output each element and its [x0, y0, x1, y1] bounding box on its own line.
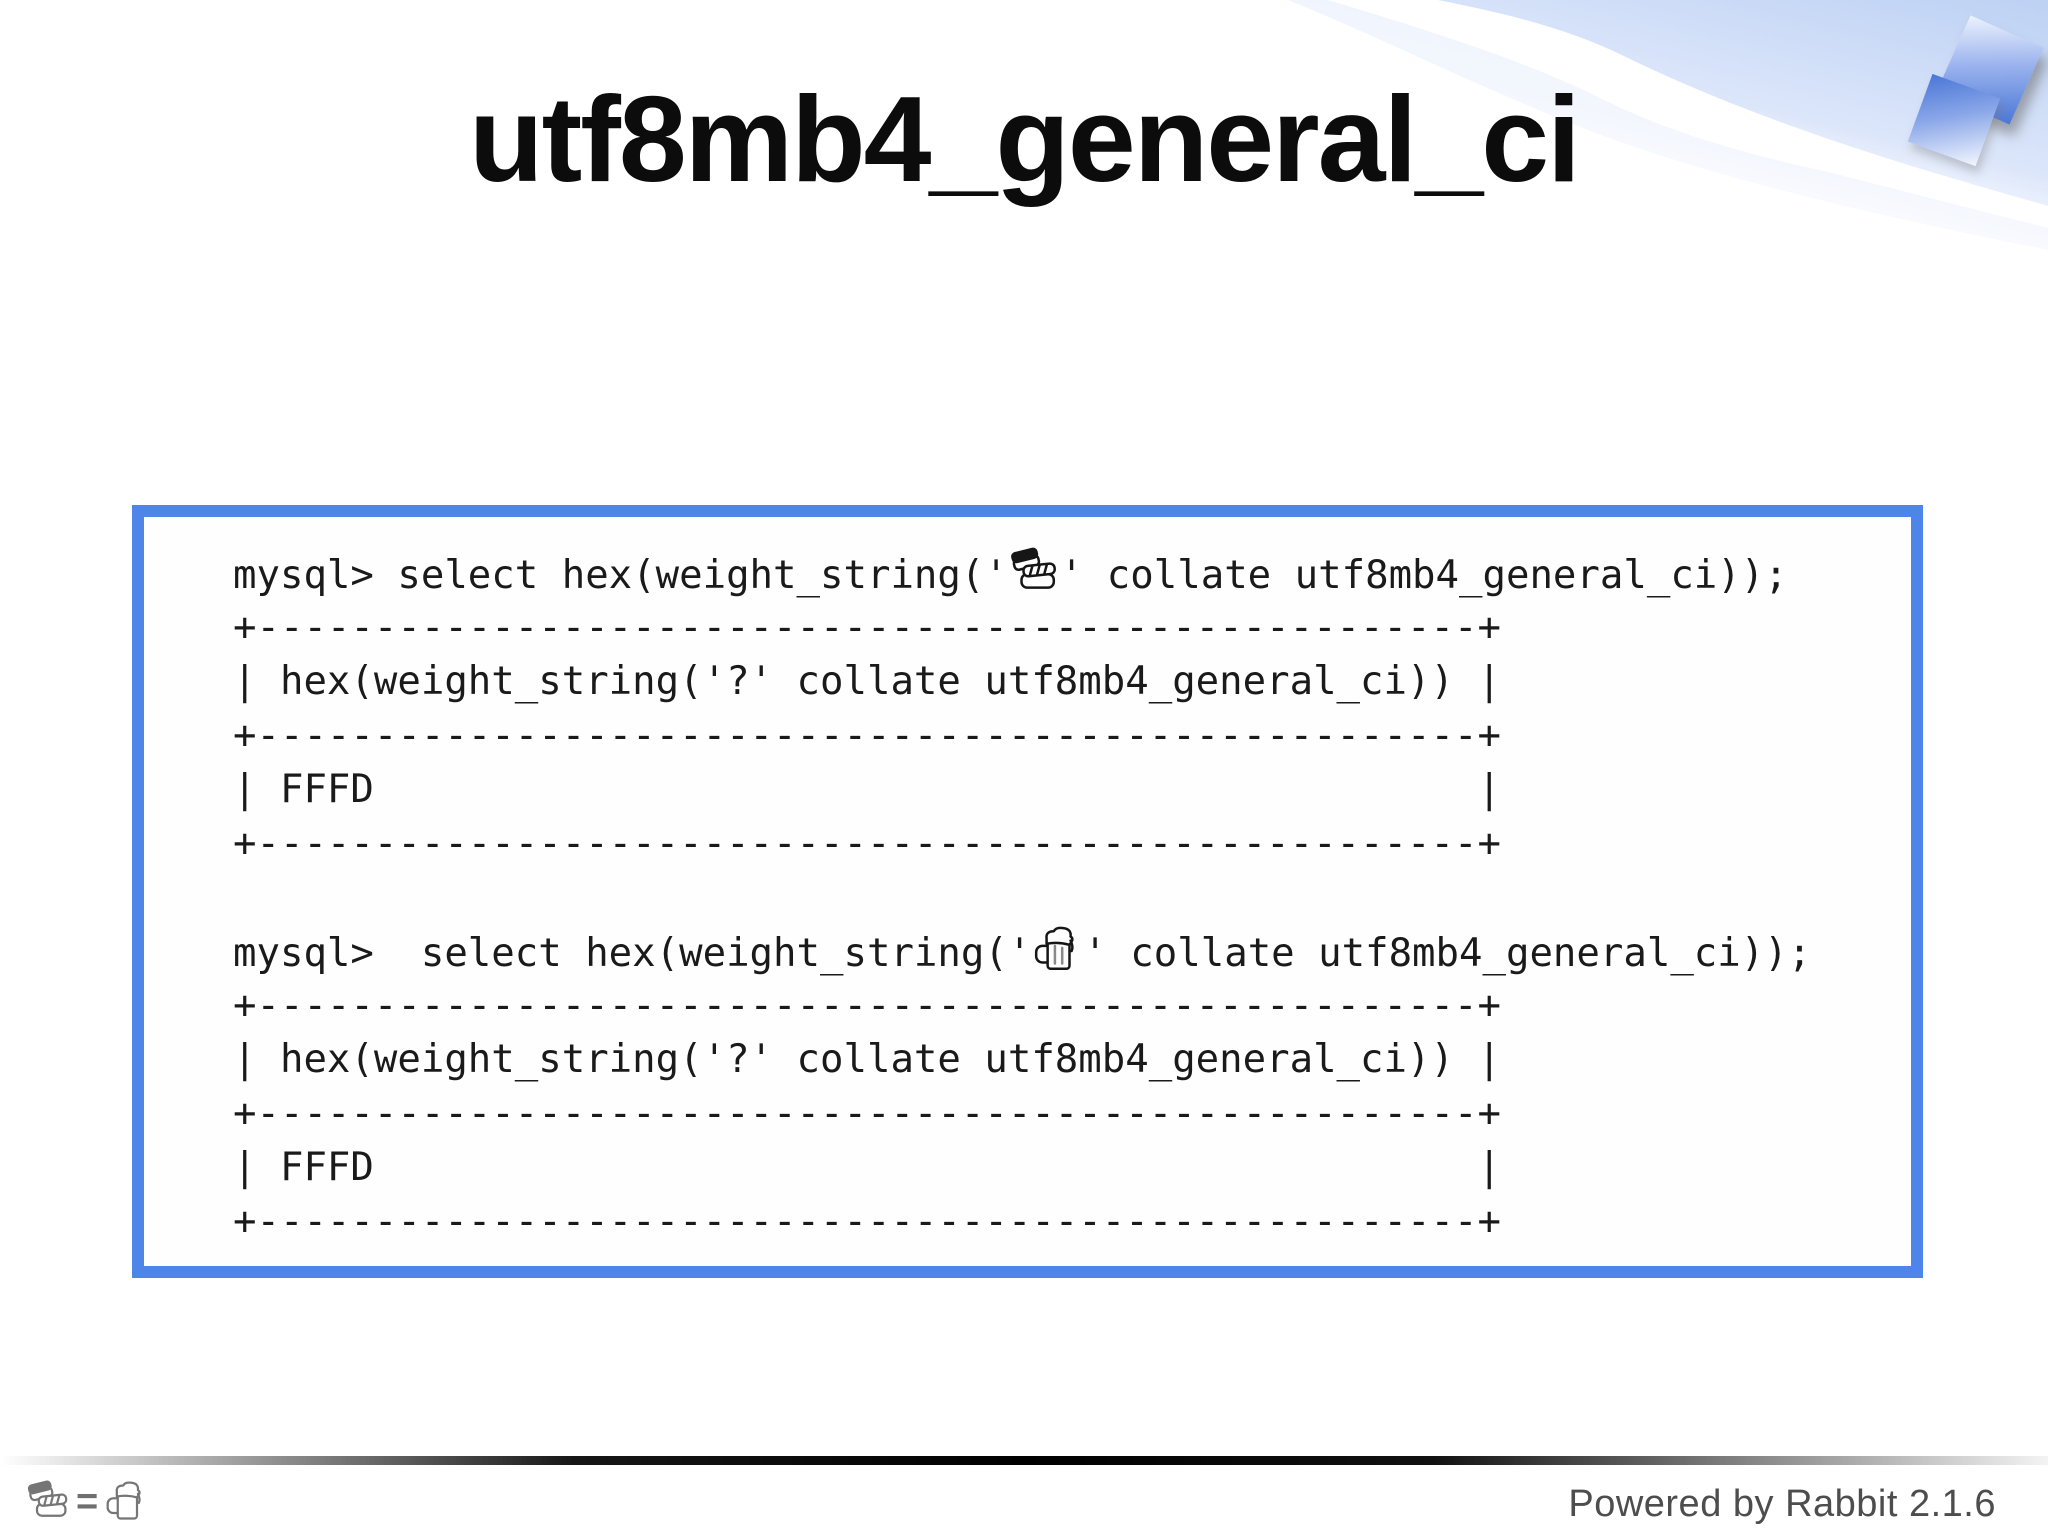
code-line-query1: mysql> select hex(weight_string(' ' colla…	[233, 547, 1911, 601]
query2-prefix: mysql> select hex(weight_string('	[233, 931, 1032, 976]
query1-prefix: mysql> select hex(weight_string('	[233, 553, 1008, 598]
sushi-emoji-icon	[1008, 547, 1060, 597]
code-blank-line	[233, 871, 1911, 925]
code-box: mysql> select hex(weight_string(' ' colla…	[132, 505, 1923, 1278]
slide-title: utf8mb4_general_ci	[469, 71, 1581, 207]
code-table-line: | FFFD |	[233, 767, 1501, 812]
code-table-line: +---------------------------------------…	[233, 713, 1501, 758]
code-table-line: +---------------------------------------…	[233, 983, 1501, 1028]
query2-suffix: ' collate utf8mb4_general_ci));	[1083, 931, 1812, 976]
corner-wave-decoration	[1288, 0, 2048, 250]
powered-by-text: Powered by Rabbit 2.1.6	[1568, 1483, 1996, 1525]
equals-sign: =	[76, 1481, 99, 1523]
code-line-query2: mysql> select hex(weight_string(' ' colla…	[233, 925, 1911, 979]
code-table-line: | hex(weight_string('?' collate utf8mb4_…	[233, 1037, 1501, 1082]
code-table-line: +---------------------------------------…	[233, 605, 1501, 650]
footer-divider-bar	[0, 1456, 2048, 1465]
beer-mug-emoji-icon	[104, 1480, 148, 1524]
code-table-line: | hex(weight_string('?' collate utf8mb4_…	[233, 659, 1501, 704]
code-table-line: +---------------------------------------…	[233, 1091, 1501, 1136]
footer-equation: =	[26, 1480, 148, 1524]
sushi-emoji-icon	[26, 1480, 70, 1524]
code-table-line: | FFFD |	[233, 1145, 1501, 1190]
code-table-line: +---------------------------------------…	[233, 1199, 1501, 1244]
query1-suffix: ' collate utf8mb4_general_ci));	[1059, 553, 1788, 598]
beer-mug-emoji-icon	[1031, 925, 1083, 975]
code-table-line: +---------------------------------------…	[233, 821, 1501, 866]
